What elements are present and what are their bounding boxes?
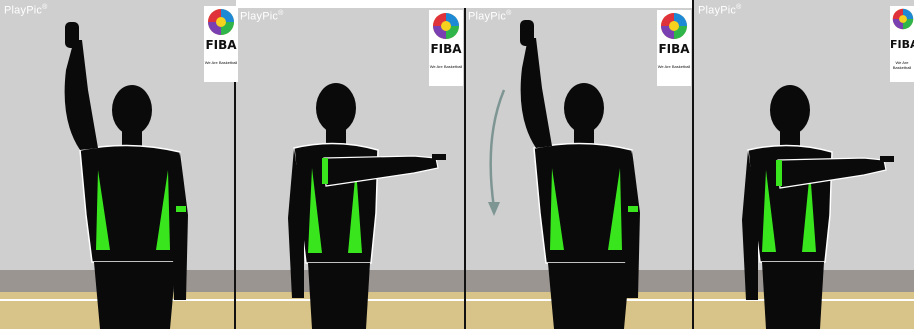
panel-4: PlayPic® xyxy=(692,0,914,329)
playpic-watermark: PlayPic® xyxy=(4,4,47,17)
panel-1: PlayPic® xyxy=(0,0,236,329)
fiba-label: FIBA xyxy=(890,38,914,51)
playpic-watermark: PlayPic® xyxy=(240,10,283,23)
referee-scene-1 xyxy=(0,0,236,329)
fiba-ball-icon xyxy=(432,12,460,40)
playpic-watermark: PlayPic® xyxy=(698,4,741,17)
fiba-label: FIBA xyxy=(204,38,238,52)
fiba-ball-icon xyxy=(660,12,688,40)
fiba-badge: FIBA We Are Basketball xyxy=(204,6,238,82)
fiba-ball-icon xyxy=(892,8,914,30)
fiba-tagline: We Are Basketball xyxy=(890,60,914,70)
playpic-watermark: PlayPic® xyxy=(468,10,511,23)
fiba-ball-icon xyxy=(207,8,235,36)
referee-scene-4 xyxy=(694,0,914,329)
fiba-tagline: We Are Basketball xyxy=(657,64,691,69)
fiba-badge: FIBA We Are Basketball xyxy=(657,10,691,86)
fiba-tagline: We Are Basketball xyxy=(429,64,463,69)
fiba-label: FIBA xyxy=(429,42,463,56)
fiba-tagline: We Are Basketball xyxy=(204,60,238,65)
fiba-label: FIBA xyxy=(657,42,691,56)
fiba-badge: FIBA We Are Basketball xyxy=(890,6,914,82)
fiba-badge: FIBA We Are Basketball xyxy=(429,10,463,86)
